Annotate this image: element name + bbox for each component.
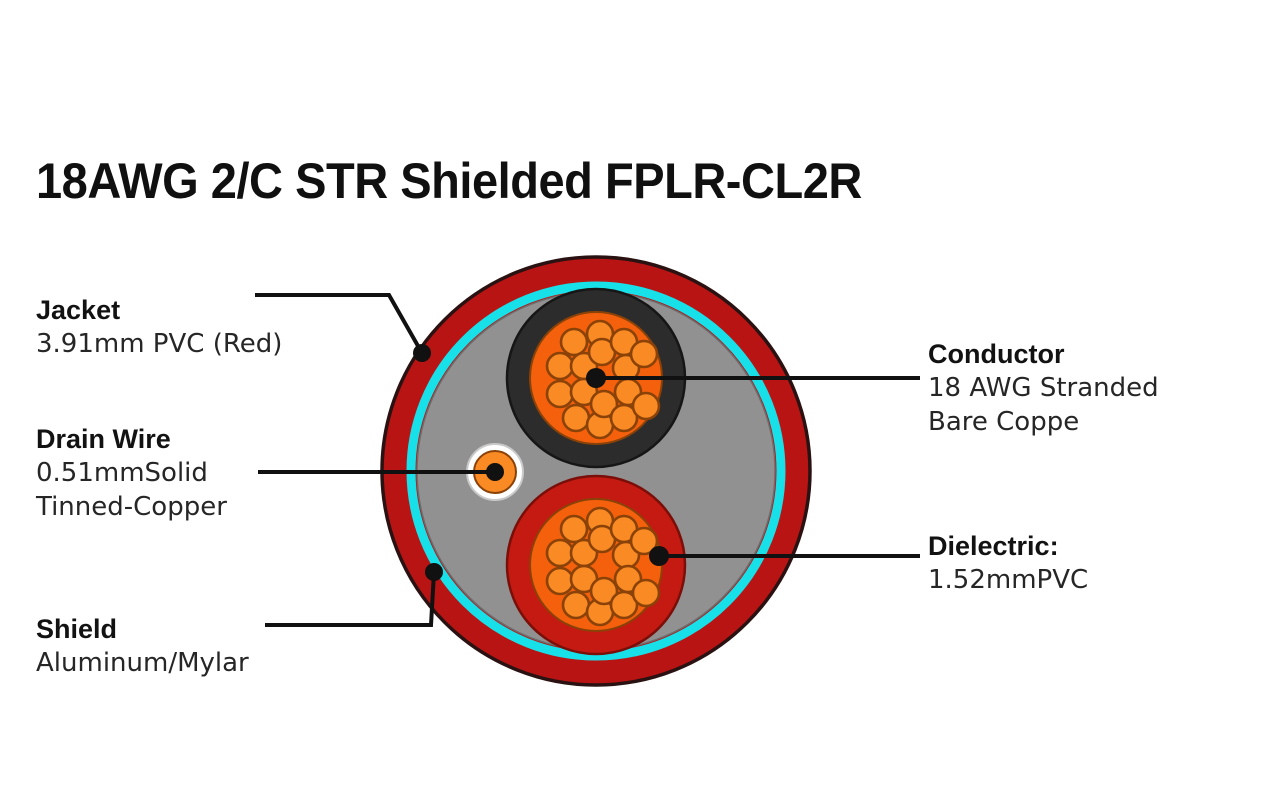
conductor-bottom (505, 474, 687, 656)
callout-drain-wire-line1: 0.51mmSolid (36, 458, 208, 488)
drain-leader-dot (486, 463, 504, 481)
callout-drain-wire-title: Drain Wire (36, 424, 171, 454)
dielectric-leader-dot (649, 546, 669, 566)
callout-shield-title: Shield (36, 614, 118, 644)
shield-leader-dot (425, 563, 443, 581)
callout-drain-wire-line2: Tinned-Copper (36, 492, 227, 522)
shield-leader-line (265, 571, 436, 627)
callout-drain-wire: Drain Wire 0.51mmSolid Tinned-Copper (36, 423, 227, 524)
jacket-leader-dot (413, 344, 431, 362)
callout-conductor-line2: Bare Coppe (928, 407, 1080, 437)
page-title: 18AWG 2/C STR Shielded FPLR-CL2R (36, 153, 862, 209)
jacket-leader-line (255, 293, 424, 354)
callout-shield-line1: Aluminum/Mylar (36, 648, 249, 678)
callout-shield: Shield Aluminum/Mylar (36, 613, 249, 680)
callout-conductor: Conductor 18 AWG Stranded Bare Coppe (928, 338, 1159, 439)
callout-conductor-title: Conductor (928, 339, 1065, 369)
callout-conductor-line1: 18 AWG Stranded (928, 373, 1159, 403)
callout-jacket-title: Jacket (36, 295, 121, 325)
callout-dielectric: Dielectric: 1.52mmPVC (928, 530, 1088, 597)
callout-dielectric-title: Dielectric: (928, 531, 1059, 561)
callout-jacket: Jacket 3.91mm PVC (Red) (36, 294, 282, 361)
conductor-leader-dot (586, 368, 606, 388)
callout-dielectric-line1: 1.52mmPVC (928, 565, 1089, 595)
callout-jacket-line1: 3.91mm PVC (Red) (36, 329, 283, 359)
